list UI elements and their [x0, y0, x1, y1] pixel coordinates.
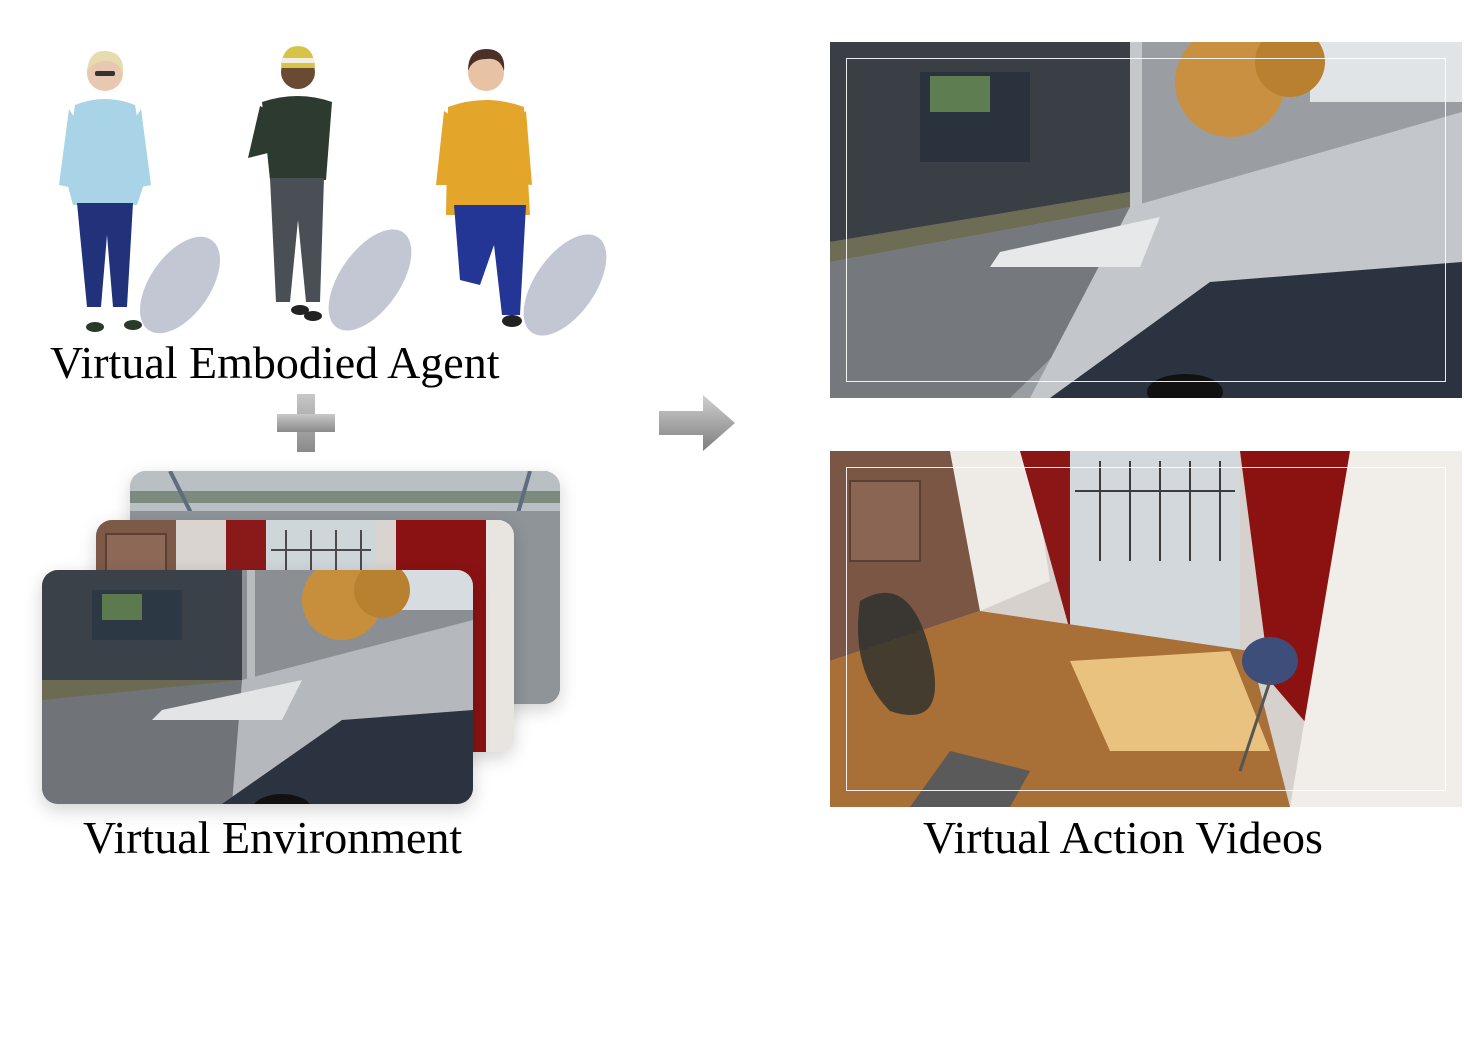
agent-man-orange-figure: [436, 49, 607, 336]
videos-label: Virtual Action Videos: [923, 812, 1323, 863]
agent-arm-right: [512, 111, 532, 185]
video-frame-street: [830, 42, 1462, 398]
environment-label: Virtual Environment: [83, 812, 463, 863]
agent-hair: [468, 49, 505, 71]
agent-glasses: [95, 71, 115, 76]
agent-pants: [77, 203, 133, 307]
agent-label: Virtual Embodied Agent: [50, 337, 500, 388]
agent-beanie-stripe: [282, 58, 314, 63]
agent-shoe: [502, 315, 522, 327]
agent-pants: [270, 178, 324, 302]
agent-arm-left: [59, 109, 79, 187]
agent-beanie: [281, 46, 315, 68]
agent-shirt: [446, 100, 530, 215]
environment-frame-street-front: [42, 570, 473, 804]
agent-shirt: [65, 99, 147, 205]
agent-woman-figure: [59, 50, 220, 334]
agent-arm-left: [248, 106, 280, 158]
agent-shadow: [140, 236, 220, 334]
agent-hair: [87, 50, 124, 75]
agent-man-dark-figure: [248, 46, 412, 331]
agent-arm-right: [304, 106, 330, 158]
agent-arm-right: [131, 109, 151, 187]
agent-shadow: [328, 229, 412, 331]
agent-jacket: [262, 96, 332, 180]
plus-icon: [277, 394, 335, 452]
agent-head: [468, 55, 504, 91]
agent-shoe: [86, 322, 104, 332]
arrow-right-icon: [659, 395, 735, 451]
agent-shadow: [523, 234, 607, 336]
agent-shoe: [304, 311, 322, 321]
agent-shoe: [291, 305, 309, 315]
agent-pants: [454, 205, 526, 315]
agent-shoe: [124, 320, 142, 330]
agent-arm-left: [436, 111, 460, 185]
video-frame-room: [830, 451, 1462, 807]
